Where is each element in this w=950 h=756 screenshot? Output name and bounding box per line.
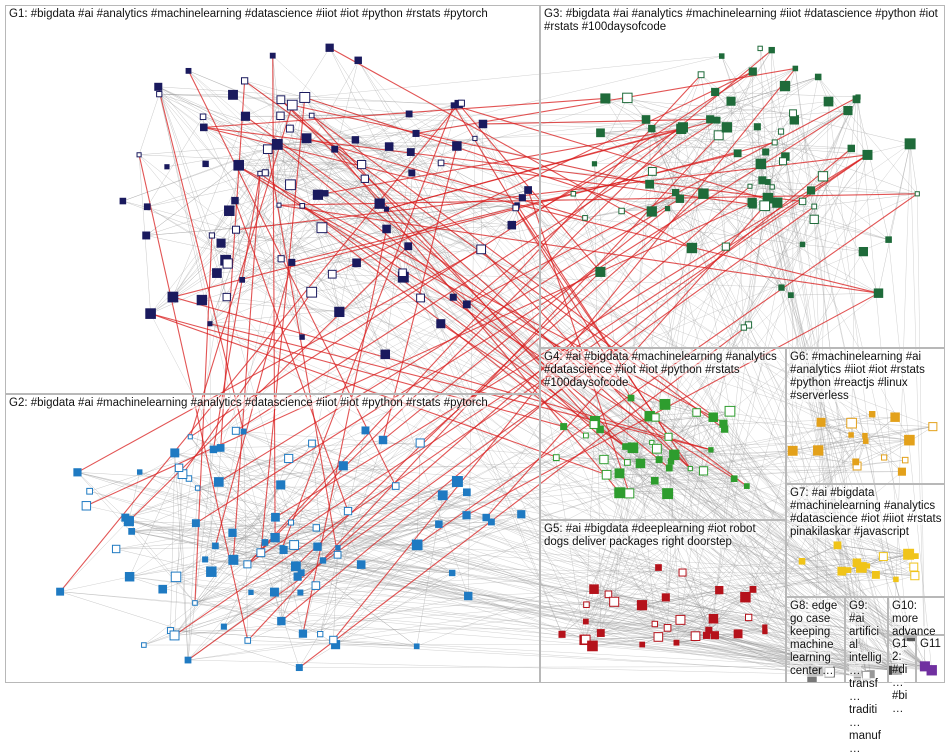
group-panel-g3: G3: #bigdata #ai #analytics #machinelear… — [540, 5, 945, 348]
group-label-g2: G2: #bigdata #ai #machinelearning #analy… — [9, 397, 537, 410]
group-label-g6: G6: #machinelearning #ai #analytics #iio… — [790, 351, 942, 403]
group-label-g12: G12: #di… #bi… — [892, 638, 913, 716]
group-panel-g5: G5: #ai #bigdata #deeplearning #iot robo… — [540, 520, 786, 683]
group-panel-g7: G7: #ai #bigdata #machinelearning #analy… — [786, 484, 945, 597]
group-panel-g6: G6: #machinelearning #ai #analytics #iio… — [786, 348, 945, 484]
group-panel-g1: G1: #bigdata #ai #analytics #machinelear… — [5, 5, 540, 394]
group-panel-g12: G12: #di… #bi… — [888, 635, 916, 683]
group-panel-g11: G11 — [916, 635, 945, 683]
group-label-g11: G11 — [920, 638, 942, 651]
group-label-g1: G1: #bigdata #ai #analytics #machinelear… — [9, 8, 537, 21]
group-label-g9: G9: #ai artificial intellig… transf… tra… — [849, 600, 885, 756]
group-label-g5: G5: #ai #bigdata #deeplearning #iot robo… — [544, 523, 783, 549]
group-label-g8: G8: edge go case keeping machine learnin… — [790, 600, 842, 678]
group-label-g3: G3: #bigdata #ai #analytics #machinelear… — [544, 8, 942, 34]
group-panel-g2: G2: #bigdata #ai #machinelearning #analy… — [5, 394, 540, 683]
group-panel-g10: G10: more advance… — [888, 597, 945, 635]
group-label-g7: G7: #ai #bigdata #machinelearning #analy… — [790, 487, 942, 539]
group-panel-g4: G4: #ai #bigdata #machinelearning #analy… — [540, 348, 786, 520]
group-panel-g8: G8: edge go case keeping machine learnin… — [786, 597, 845, 683]
group-panel-g9: G9: #ai artificial intellig… transf… tra… — [845, 597, 888, 683]
group-label-g4: G4: #ai #bigdata #machinelearning #analy… — [544, 351, 783, 390]
